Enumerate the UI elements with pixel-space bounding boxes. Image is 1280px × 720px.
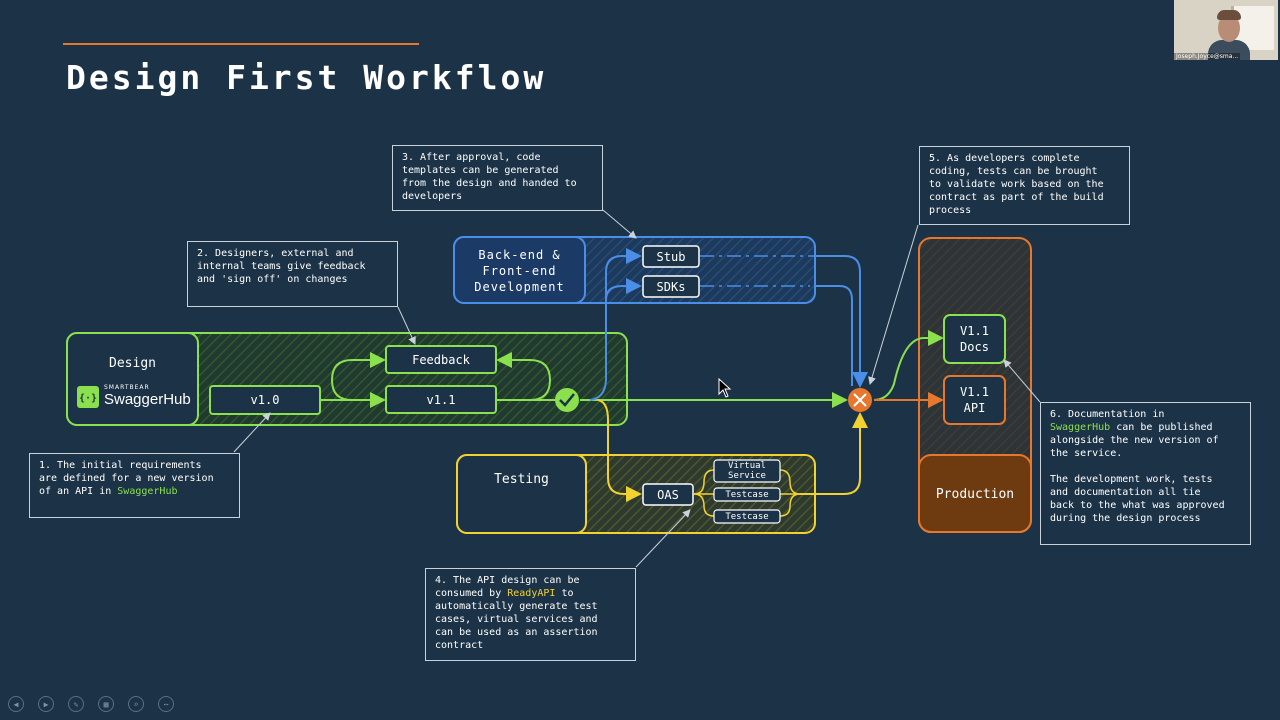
design-label-box <box>66 332 199 426</box>
testing-label: Testing <box>494 472 549 487</box>
production-label: Production <box>935 487 1015 502</box>
webcam-person-shirt <box>1208 40 1250 60</box>
webcam-video: Joseph.Joyce@sma... <box>1174 0 1278 60</box>
webcam-person-hair <box>1217 10 1241 20</box>
development-label: Back-end & Front-end Development <box>474 248 565 294</box>
virtual-service-label: Virtual Service <box>728 461 766 481</box>
stub-box <box>642 245 700 268</box>
docs-box <box>943 314 1006 364</box>
arrow-to-sdks <box>605 278 642 301</box>
testcase2-to-merge <box>779 493 801 517</box>
callout-2: 2. Designers, external and internal team… <box>187 241 398 307</box>
oas-to-testcase2 <box>693 493 715 517</box>
virtual-to-merge <box>779 469 801 495</box>
testcase-label-2: Testcase <box>725 511 769 522</box>
sdks-label: SDKs <box>656 279 686 294</box>
brand-label: SwaggerHub <box>104 391 191 408</box>
callout-6: 6. Documentation in SwaggerHub can be pu… <box>1040 402 1251 545</box>
pointer-callout-6 <box>1003 359 1041 403</box>
pointer-callout-5 <box>868 224 919 385</box>
brand-small-label: SMARTBEAR <box>104 384 150 391</box>
feedback-box <box>385 345 497 374</box>
production-label-box <box>918 454 1032 533</box>
feedback-label: Feedback <box>412 352 470 367</box>
testing-label-box <box>456 454 587 534</box>
arrow-sdks-to-merge <box>815 285 853 386</box>
arrow-stub-to-merge <box>815 255 868 388</box>
webcam-person-head <box>1218 14 1240 42</box>
arrow-to-stub <box>589 248 642 401</box>
oas-box <box>642 483 694 506</box>
next-slide-icon[interactable]: ▶ <box>38 696 54 712</box>
merge-x-icon <box>848 388 872 412</box>
pointer-callout-1 <box>233 412 271 453</box>
previous-slide-icon[interactable]: ◀ <box>8 696 24 712</box>
callout-3: 3. After approval, code templates can be… <box>392 145 603 211</box>
mouse-cursor-icon <box>718 378 732 398</box>
testcase-box-1 <box>713 487 781 502</box>
pointer-callout-2 <box>397 306 416 345</box>
docs-label: V1.1 Docs <box>960 324 989 354</box>
pointer-callout-3 <box>602 209 637 239</box>
presentation-toolbar: ◀ ▶ ✎ ▦ ⌕ ⋯ <box>8 696 174 712</box>
page-title: Design First Workflow <box>66 58 547 97</box>
api-box <box>943 375 1006 425</box>
pen-icon[interactable]: ✎ <box>68 696 84 712</box>
arrow-testing-to-merge <box>800 412 868 495</box>
virtual-service-box <box>713 459 781 483</box>
testcase-box-2 <box>713 509 781 524</box>
title-accent-line <box>63 43 419 45</box>
callout-4: 4. The API design can be consumed by Rea… <box>425 568 636 661</box>
zoom-icon[interactable]: ⌕ <box>128 696 144 712</box>
pointer-callout-4 <box>635 509 691 568</box>
arrow-merge-to-docs <box>873 330 944 401</box>
testcase-label-1: Testcase <box>725 489 769 500</box>
callout-1: 1. The initial requirements are defined … <box>29 453 240 518</box>
more-options-icon[interactable]: ⋯ <box>158 696 174 712</box>
swaggerhub-logo-icon: {·} <box>77 386 99 408</box>
sdks-box <box>642 275 700 298</box>
stub-label: Stub <box>656 249 686 264</box>
feedback-loop <box>330 352 386 401</box>
design-label: Design <box>109 356 156 371</box>
callout-5: 5. As developers complete coding, tests … <box>919 146 1130 225</box>
development-label-box <box>453 236 586 304</box>
webcam-name: Joseph.Joyce@sma... <box>1174 53 1241 60</box>
svg-text:{·}: {·} <box>79 393 97 404</box>
oas-to-virtual <box>693 469 715 495</box>
slides-grid-icon[interactable]: ▦ <box>98 696 114 712</box>
v11-label: v1.1 <box>426 392 456 407</box>
api-label: V1.1 API <box>960 385 989 415</box>
arrow-to-oas <box>597 399 642 502</box>
v10-label: v1.0 <box>250 393 280 407</box>
v11-box <box>385 385 497 414</box>
oas-label: OAS <box>657 487 679 502</box>
checkmark-icon <box>555 388 579 412</box>
